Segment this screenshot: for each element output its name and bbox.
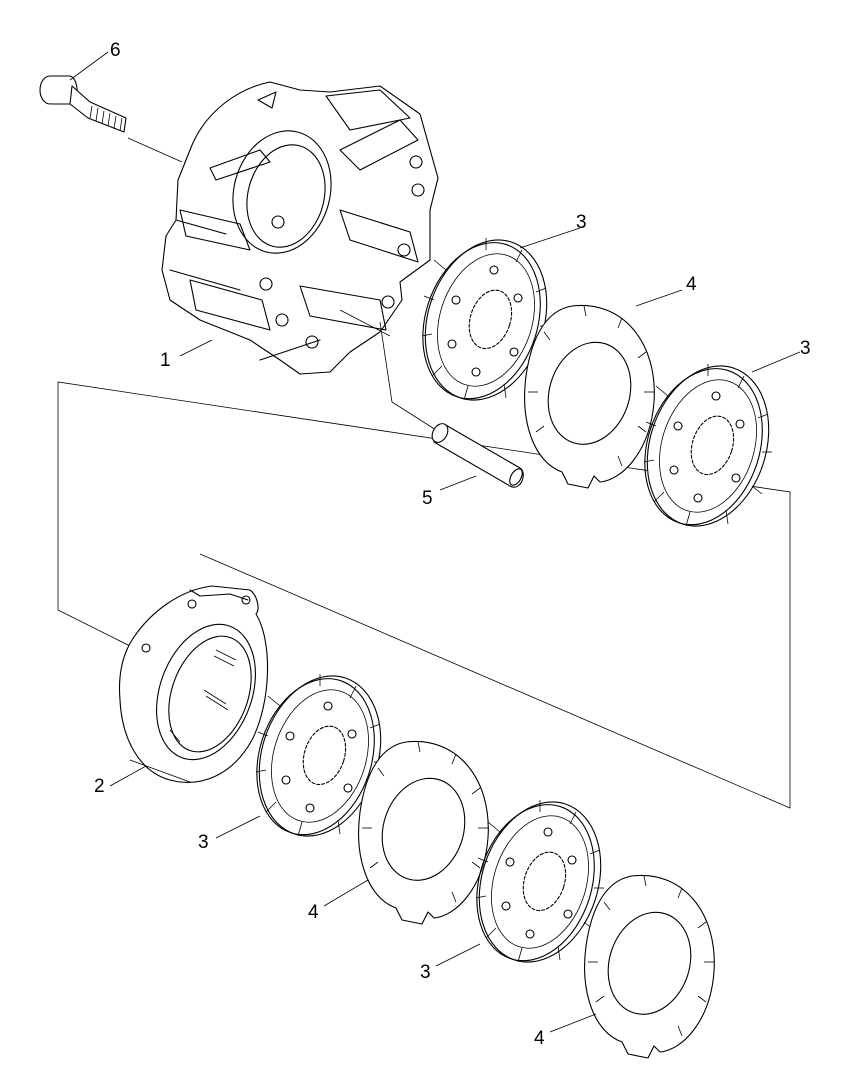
callout-separator-plate-lower-a: 4 (308, 902, 319, 923)
separator-plate-upper (524, 304, 655, 489)
leader-lines (69, 51, 801, 1033)
callout-friction-disc-upper-a: 3 (576, 212, 587, 233)
separator-plate-lower-b (584, 874, 715, 1059)
callout-friction-disc-upper-b: 3 (800, 338, 811, 359)
callout-pin: 5 (422, 488, 433, 509)
callout-separator-plate-upper: 4 (686, 274, 697, 295)
pin-part (431, 423, 524, 488)
bolt-part (39, 75, 183, 163)
separator-plate-lower-a (358, 740, 489, 925)
housing-part (161, 81, 439, 431)
assembly-guide-lines (57, 381, 791, 809)
callout-bolt: 6 (110, 40, 121, 61)
callout-brake-plate: 2 (94, 776, 105, 797)
callout-housing: 1 (160, 350, 171, 371)
brake-plate-part (118, 585, 269, 783)
callout-friction-disc-lower-b: 3 (420, 962, 431, 983)
callout-friction-disc-lower-a: 3 (198, 832, 209, 853)
callout-labels: 6 1 3 4 3 5 2 3 4 3 4 (94, 40, 811, 1049)
callout-separator-plate-lower-b: 4 (534, 1028, 545, 1049)
